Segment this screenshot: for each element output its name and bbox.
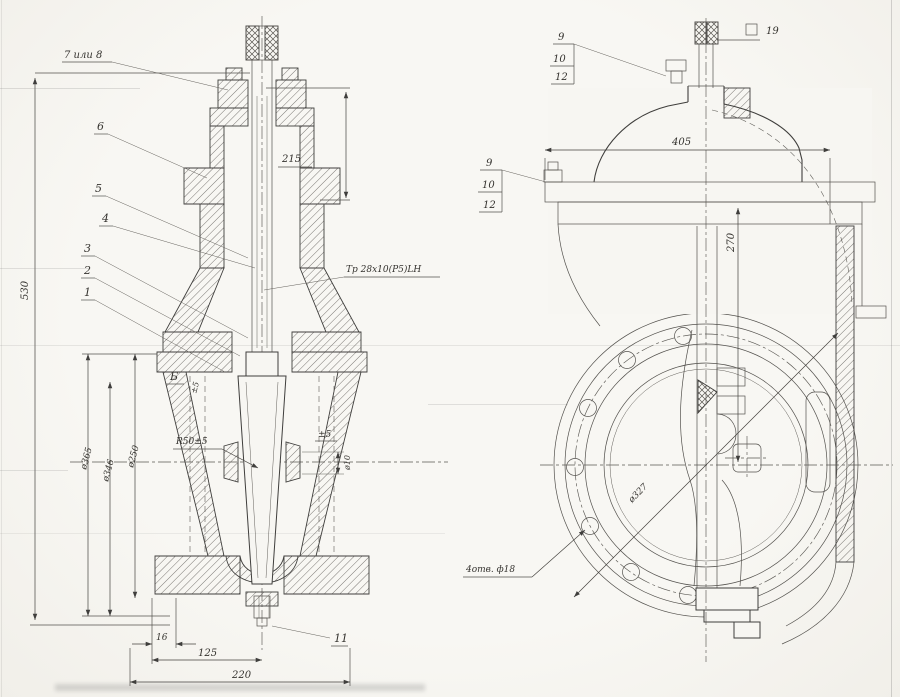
right-body-outline (543, 85, 887, 645)
drain-plug (245, 591, 279, 627)
dim-16: 16 (156, 633, 168, 643)
thread-note-group: Тр 28х10(Р5)LH (263, 264, 440, 291)
callout-2: 2 (83, 264, 91, 277)
right-view: 405 270 ø327 4отв. ф18 9 10 12 (463, 18, 893, 662)
section-label-b: Б (169, 370, 178, 383)
dim-405: 405 (671, 137, 691, 148)
thread-note: Тр 28х10(Р5)LH (346, 264, 421, 275)
dim-220: 220 (231, 670, 252, 681)
stem (251, 60, 273, 352)
dim-270-group: 270 (726, 208, 741, 462)
left-view: 530 7 или 8 6 5 4 3 2 1 (20, 16, 448, 686)
square-symbol (745, 23, 758, 36)
callout-6: 6 (97, 120, 104, 133)
eyebolt (665, 59, 687, 84)
wedge (237, 351, 287, 585)
seat-detail-dims: ±5 ø10 (302, 430, 352, 475)
dim-pm5: ±5 (318, 430, 332, 440)
callout-10b: 10 (482, 180, 495, 191)
holes-note: 4отв. ф18 (465, 565, 515, 575)
callout-5: 5 (95, 182, 102, 195)
callout-12b: 12 (483, 200, 496, 211)
callout-7or8: 7 или 8 (64, 50, 102, 61)
bonnet (162, 125, 362, 353)
callout-1: 1 (84, 286, 91, 299)
bolt-holes (566, 327, 697, 604)
body-mask (548, 88, 872, 314)
dim-pm5-small: ±5 (189, 381, 201, 395)
callouts-9-10-12-left: 9 10 12 (478, 158, 547, 213)
square-mark-group: 19 (717, 23, 779, 41)
dim-r50: R50±5 (175, 437, 208, 447)
part-callouts: 6 5 4 3 2 1 (81, 120, 256, 373)
bottom-foot (695, 587, 761, 639)
square-mark-value: 19 (766, 26, 779, 37)
stem-square-end (245, 25, 279, 61)
callout-9b: 9 (486, 158, 493, 169)
callout-4: 4 (101, 212, 109, 225)
callout-3: 3 (84, 242, 91, 255)
holes-note-group: 4отв. ф18 (463, 529, 586, 578)
right-stem (694, 21, 719, 88)
dim-215-group: 215 (266, 87, 350, 201)
dim-405-group: 405 (544, 137, 831, 224)
dim-d327: ø327 (626, 482, 650, 506)
valve-body (154, 351, 370, 595)
dim-d365: ø365 (79, 446, 95, 472)
gland-assembly (209, 67, 315, 127)
bottom-dims: 16 125 220 11 (129, 598, 351, 686)
dim-270: 270 (726, 232, 737, 253)
dim-215: 215 (281, 154, 301, 165)
callout-10: 10 (553, 54, 566, 65)
dim-125: 125 (198, 648, 217, 659)
callout-11: 11 (334, 632, 348, 645)
callout-9: 9 (558, 32, 565, 43)
dim-d250: ø250 (126, 444, 142, 470)
callout-12: 12 (555, 72, 568, 83)
callouts-9-10-12-top: 9 10 12 (550, 32, 667, 85)
dim-530-group: 530 (20, 72, 250, 626)
dim-r50-group: R50±5 (173, 437, 259, 469)
callout-7or8-group: 7 или 8 (62, 50, 229, 91)
dim-530: 530 (20, 280, 31, 300)
dim-d10: ø10 (343, 455, 352, 471)
section-b-group: Б ±5 (166, 370, 201, 395)
